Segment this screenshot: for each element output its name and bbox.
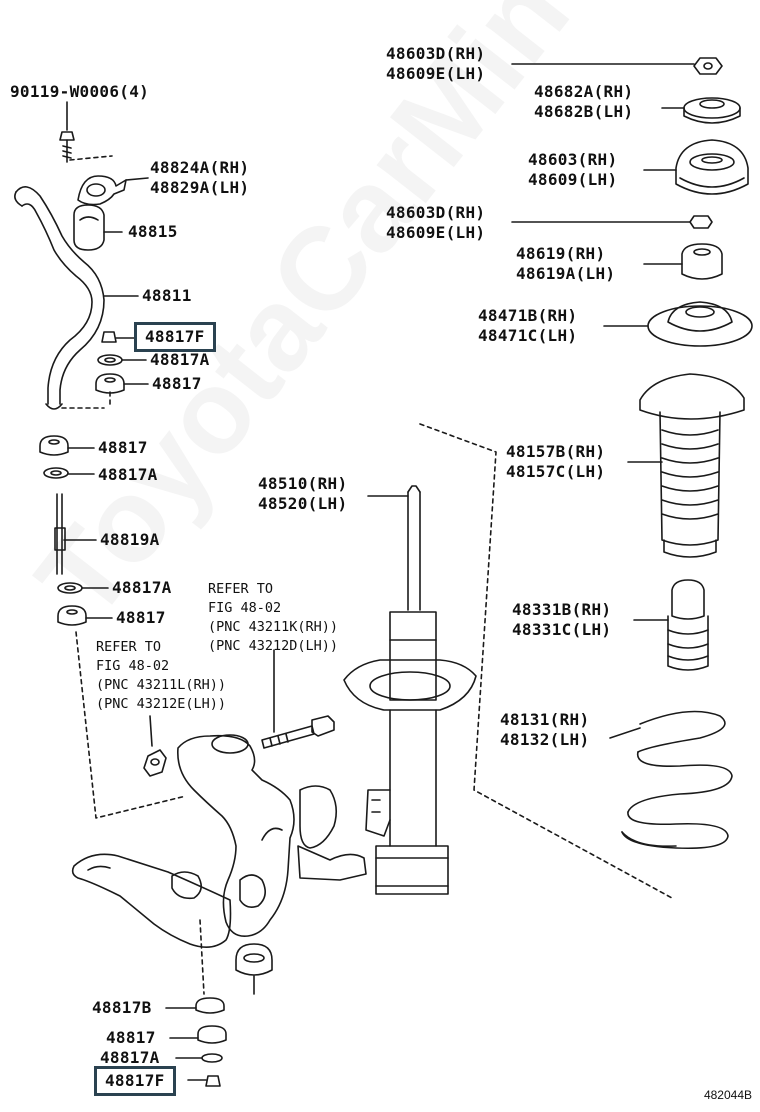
ref2-line1: REFER TO [96, 639, 162, 655]
label-nut-mid-lh: 48609E(LH) [386, 223, 486, 242]
label-nut-48817f-bottom: 48817F [94, 1066, 176, 1096]
label-nut-mid-rh: 48603D(RH) [386, 203, 486, 222]
label-spring-seat-rh: 48471B(RH) [478, 306, 578, 325]
label-link-48819a: 48819A [100, 530, 160, 549]
label-spring-seat-lh: 48471C(LH) [478, 326, 578, 345]
seat-part [661, 97, 741, 124]
label-bushing: 48815 [128, 222, 178, 241]
cushion-48817-1-part [95, 373, 149, 394]
label-cushion-48817-3: 48817 [116, 608, 166, 627]
spring-seat-part [603, 301, 753, 347]
strut-part [343, 485, 477, 895]
ref2-line4[interactable]: (PNC 43212E(LH)) [96, 696, 227, 712]
label-strut-rh: 48510(RH) [258, 474, 348, 493]
label-washer-48817a-2: 48817A [98, 465, 158, 484]
ball-joint-part [235, 943, 273, 995]
cushion-48817-2-part [39, 435, 95, 456]
label-nut-top-rh: 48603D(RH) [386, 44, 486, 63]
washer-48817a-2-part [43, 467, 95, 479]
label-mount-rh: 48603(RH) [528, 150, 618, 169]
mount-part [643, 139, 749, 195]
label-cushion-48817-1: 48817 [152, 374, 202, 393]
label-seat-rh: 48682A(RH) [534, 82, 634, 101]
ref1-line1: REFER TO [208, 581, 274, 597]
label-boot-lh: 48157C(LH) [506, 462, 606, 481]
ref1-line3[interactable]: (PNC 43211K(RH)) [208, 619, 339, 635]
bushing-part [73, 204, 123, 251]
ref2-line3[interactable]: (PNC 43211L(RH)) [96, 677, 227, 693]
label-cushion-48817b: 48817B [92, 998, 152, 1017]
knuckle-part [177, 734, 367, 938]
label-nut-top-lh: 48609E(LH) [386, 64, 486, 83]
bolt-90119-part [59, 101, 75, 163]
label-bump-stop-rh: 48331B(RH) [512, 600, 612, 619]
label-boot-rh: 48157B(RH) [506, 442, 606, 461]
label-cushion-48817-2: 48817 [98, 438, 148, 457]
nut-mid-part [511, 215, 713, 229]
label-bump-stop-lh: 48331C(LH) [512, 620, 612, 639]
nut-48817f-bottom-part [187, 1075, 221, 1087]
nut-43212e-part [143, 749, 167, 777]
boot-part [627, 373, 745, 558]
cushion-48817-4-part [169, 1025, 227, 1044]
label-bolt-90119: 90119-W0006(4) [10, 82, 150, 101]
stabilizer-bar-part [14, 186, 139, 410]
label-bumper-top-rh: 48619(RH) [516, 244, 606, 263]
nut-48817f-top-part [101, 331, 137, 343]
label-bracket-rh: 48824A(RH) [150, 158, 250, 177]
label-bumper-top-lh: 48619A(LH) [516, 264, 616, 283]
label-mount-lh: 48609(LH) [528, 170, 618, 189]
label-stabilizer-bar: 48811 [142, 286, 192, 305]
label-bracket-lh: 48829A(LH) [150, 178, 250, 197]
link-48819a-part [54, 493, 97, 575]
diagram-code: 482044B [703, 1088, 752, 1102]
label-nut-48817f-top: 48817F [134, 322, 216, 352]
label-washer-48817a-3: 48817A [112, 578, 172, 597]
label-spring-lh: 48132(LH) [500, 730, 590, 749]
label-washer-48817a-4: 48817A [100, 1048, 160, 1067]
ref1-line4[interactable]: (PNC 43212D(LH)) [208, 638, 339, 654]
label-washer-48817a-1: 48817A [150, 350, 210, 369]
washer-48817a-1-part [97, 354, 147, 366]
cushion-48817-3-part [57, 605, 113, 626]
bolt-43211k-part [261, 649, 335, 749]
ref2-line2: FIG 48-02 [96, 658, 170, 674]
label-spring-rh: 48131(RH) [500, 710, 590, 729]
bumper-top-part [643, 243, 723, 280]
bracket-part [69, 155, 149, 206]
nut-top-part [511, 57, 723, 75]
bump-stop-part [633, 579, 709, 671]
coil-spring-part [609, 710, 733, 850]
lower-arm-part [71, 853, 232, 948]
washer-48817a-3-part [57, 582, 109, 594]
washer-48817a-4-part [175, 1053, 223, 1063]
label-strut-lh: 48520(LH) [258, 494, 348, 513]
cushion-48817b-part [165, 997, 225, 1014]
ref1-line2: FIG 48-02 [208, 600, 282, 616]
label-seat-lh: 48682B(LH) [534, 102, 634, 121]
label-cushion-48817-4: 48817 [106, 1028, 156, 1047]
